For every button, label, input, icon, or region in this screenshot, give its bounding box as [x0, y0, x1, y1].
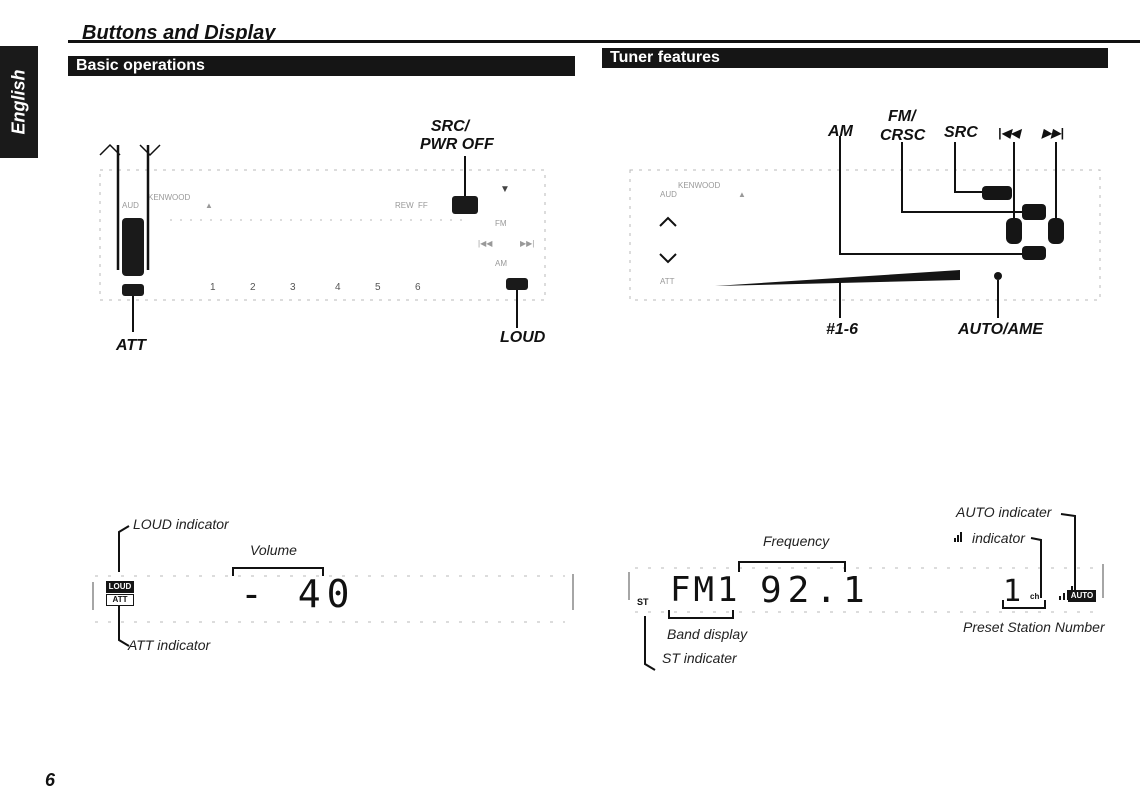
tuner-up-icon	[659, 216, 677, 227]
am-leader	[839, 136, 1022, 255]
am-button[interactable]	[1022, 246, 1046, 260]
tuner-faceplate-outline	[629, 169, 1101, 301]
src-button[interactable]	[452, 196, 478, 214]
tuner-faceplate-aud: AUD	[660, 190, 677, 199]
fm-button[interactable]	[1022, 204, 1046, 220]
preset-buttons-bar[interactable]	[715, 270, 960, 286]
tuner-faceplate-brand: KENWOOD	[678, 181, 720, 190]
fm-leader	[901, 142, 1022, 213]
faceplate-rew-label: REW	[395, 201, 414, 210]
signal-bar	[1059, 596, 1061, 600]
loud-indicator-label: LOUD indicator	[133, 516, 229, 532]
frequency-bracket	[738, 561, 846, 572]
auto-ame-callout: AUTO/AME	[958, 321, 1044, 338]
signal-bar	[1063, 593, 1065, 600]
att-badge: ATT	[106, 594, 134, 606]
tuner-eject-icon: ▲	[738, 190, 746, 199]
preset-value: 1	[1003, 574, 1022, 609]
att-button[interactable]	[122, 284, 144, 296]
loud-button[interactable]	[506, 278, 528, 290]
src-callout: SRC/	[430, 118, 470, 135]
volume-label: Volume	[250, 542, 297, 558]
att-indicator-bracket	[118, 606, 130, 647]
tuner-faceplate-att: ATT	[660, 277, 675, 286]
auto-badge: AUTO	[1068, 590, 1096, 602]
preset-number-3: 3	[290, 282, 296, 293]
page-title: Buttons and Display	[82, 22, 276, 44]
down-arrow-icon: ▼	[500, 184, 510, 195]
att-indicator-label: ATT indicator	[128, 637, 211, 653]
band-label: Band display	[667, 626, 748, 642]
tuner-faceplate-diagram: KENWOOD AUD ATT ▲	[629, 136, 1101, 318]
preset-number-1: 1	[210, 282, 216, 293]
band-value: FM1	[670, 570, 741, 610]
preset-number-5: 5	[375, 282, 381, 293]
presets-callout: #1-6	[826, 321, 859, 338]
band-bracket	[668, 610, 734, 619]
fm-callout: FM/	[888, 108, 916, 125]
loud-callout: LOUD	[500, 329, 546, 346]
preset-number-2: 2	[250, 282, 256, 293]
seek-next-button[interactable]	[1048, 218, 1064, 244]
signal-indicator-leader	[1030, 537, 1042, 598]
tuner-down-icon	[659, 253, 677, 264]
language-tab: English	[0, 46, 38, 158]
ch-label: ch	[1030, 592, 1040, 601]
faceplate-outline	[99, 169, 546, 301]
seek-prev-icon: |◀◀	[478, 239, 493, 248]
tuner-src-leader	[954, 142, 982, 193]
faceplate-am-label: AM	[495, 259, 507, 268]
faceplate-ff-label: FF	[418, 201, 428, 210]
faceplate-fm-label: FM	[495, 219, 507, 228]
preset-bracket	[1002, 600, 1046, 609]
st-badge: ST	[637, 597, 649, 607]
auto-indicator-leader	[1060, 513, 1076, 596]
faceplate-aud-label: AUD	[122, 201, 139, 210]
faceplate-brand: KENWOOD	[148, 193, 190, 202]
volume-up-icon	[99, 143, 121, 156]
seek-prev-callout: |◀◀	[998, 126, 1020, 140]
volume-button[interactable]	[122, 218, 144, 276]
frequency-value: 92.1	[760, 570, 871, 611]
loud-indicator-bracket	[118, 525, 130, 572]
att-callout: ATT	[116, 337, 146, 354]
loud-badge: LOUD	[106, 581, 134, 593]
preset-number-6: 6	[415, 282, 421, 293]
page-number: 6	[45, 770, 56, 790]
seek-next-callout: ▶▶|	[1042, 126, 1064, 140]
language-label: English	[8, 69, 29, 135]
seek-next-icon: ▶▶|	[520, 239, 534, 248]
volume-bracket	[232, 567, 324, 576]
auto-button[interactable]	[994, 272, 1002, 280]
title-rule	[68, 40, 1140, 43]
am-callout: AM	[828, 123, 853, 140]
preset-station-label: Preset Station Number	[963, 619, 1105, 635]
pwr-off-callout: PWR OFF	[420, 136, 494, 153]
preset-number-4: 4	[335, 282, 341, 293]
section-heading-tuner: Tuner features	[602, 48, 1108, 68]
signal-icon	[954, 532, 962, 542]
seek-prev-button[interactable]	[1006, 218, 1022, 244]
st-bracket	[644, 616, 656, 671]
basic-display-diagram	[92, 525, 574, 647]
signal-indicator-label: indicator	[972, 530, 1025, 546]
st-label: ST indicater	[662, 650, 737, 666]
frequency-label: Frequency	[763, 533, 830, 549]
section-heading-basic: Basic operations	[68, 56, 575, 76]
tuner-src-button[interactable]	[982, 186, 1012, 200]
auto-indicator-label: AUTO indicater	[956, 504, 1052, 520]
volume-value: - 40	[240, 572, 356, 616]
tuner-src-callout: SRC	[944, 124, 978, 141]
volume-down-icon	[139, 144, 161, 157]
crsc-callout: CRSC	[880, 127, 926, 144]
eject-icon: ▲	[205, 201, 213, 210]
basic-faceplate-diagram: KENWOOD AUD REW FF FM AM ▲ ▼ |◀◀ ▶▶| 1 2…	[99, 143, 546, 332]
